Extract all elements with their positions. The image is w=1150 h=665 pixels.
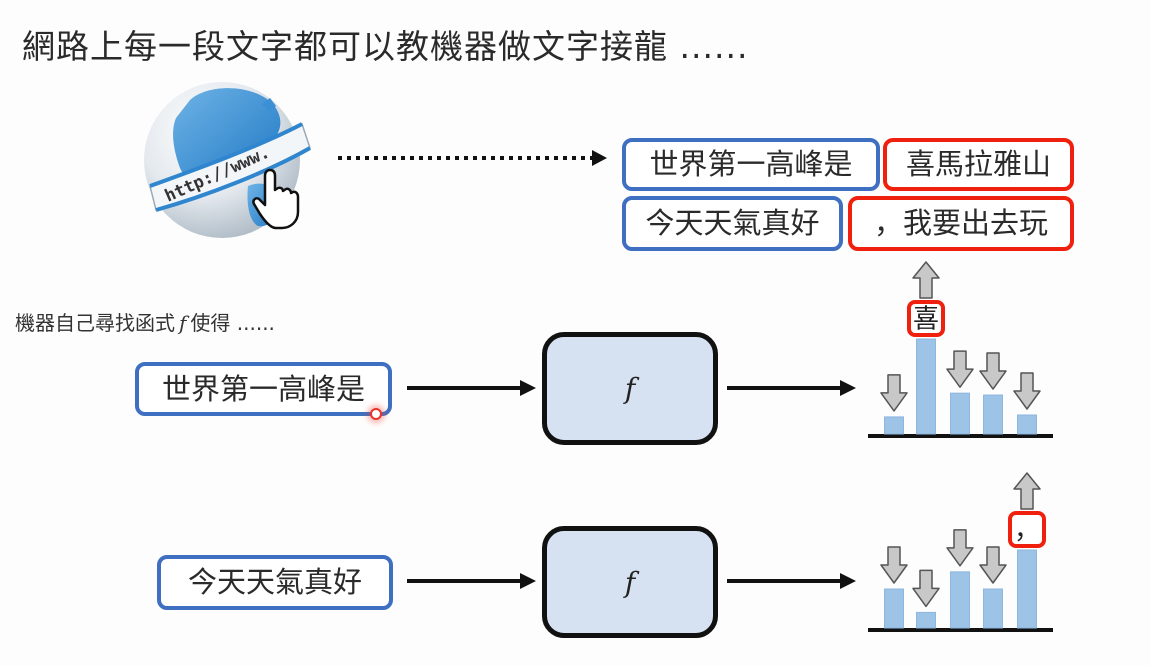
down-arrow-icon — [912, 569, 940, 608]
slide-title: 網路上每一段文字都可以教機器做文字接龍 ...... — [22, 27, 749, 66]
subtitle-function-var: f — [179, 311, 187, 335]
down-arrow-icon — [979, 352, 1007, 390]
down-arrow-icon — [1013, 372, 1041, 410]
probability-chart-1: 喜 — [868, 261, 1053, 438]
down-arrow-icon — [946, 350, 974, 388]
example-continuation-1: 喜馬拉雅山 — [883, 138, 1074, 191]
subtitle-before: 機器自己尋找函式 — [15, 311, 175, 335]
input-arrow-2 — [407, 573, 536, 589]
probability-bar — [884, 416, 904, 435]
up-arrow-icon — [1013, 472, 1041, 510]
probability-bar — [950, 571, 970, 629]
input-text-1: 世界第一高峰是 — [135, 362, 392, 416]
selected-token: 喜 — [913, 305, 939, 335]
selected-token-box — [1008, 511, 1046, 548]
globe-icon: http://www. — [144, 82, 311, 238]
selected-token-box — [907, 300, 945, 337]
down-arrow-icon — [880, 546, 908, 584]
dotted-arrow — [338, 150, 607, 166]
probability-bar — [1017, 549, 1037, 629]
down-arrow-icon — [946, 529, 974, 567]
probability-bar — [916, 338, 936, 435]
example-prefix-1: 世界第一高峰是 — [622, 138, 880, 191]
probability-bar — [983, 394, 1003, 435]
mouse-cursor-indicator — [370, 408, 382, 420]
down-arrow-icon — [979, 546, 1007, 584]
output-arrow-2 — [727, 573, 856, 589]
output-arrow-1 — [727, 380, 856, 396]
probability-bar — [884, 588, 904, 629]
down-arrow-icon — [880, 374, 908, 412]
selected-token: ， — [1014, 516, 1040, 546]
function-box-1: f — [542, 332, 718, 445]
input-text-2: 今天天氣真好 — [157, 555, 393, 610]
up-arrow-icon — [912, 261, 940, 299]
function-box-2: f — [542, 526, 718, 638]
example-continuation-2: ，我要出去玩 — [848, 196, 1074, 251]
probability-bar — [1017, 414, 1037, 435]
hand-pointer-icon — [252, 168, 300, 230]
example-prefix-2: 今天天氣真好 — [622, 196, 843, 251]
subtitle-after: 使得 ...... — [190, 311, 275, 335]
probability-bar — [950, 392, 970, 435]
probability-bar — [916, 611, 936, 629]
probability-bar — [983, 588, 1003, 629]
input-arrow-1 — [407, 380, 536, 396]
probability-chart-2: ， — [868, 472, 1053, 632]
